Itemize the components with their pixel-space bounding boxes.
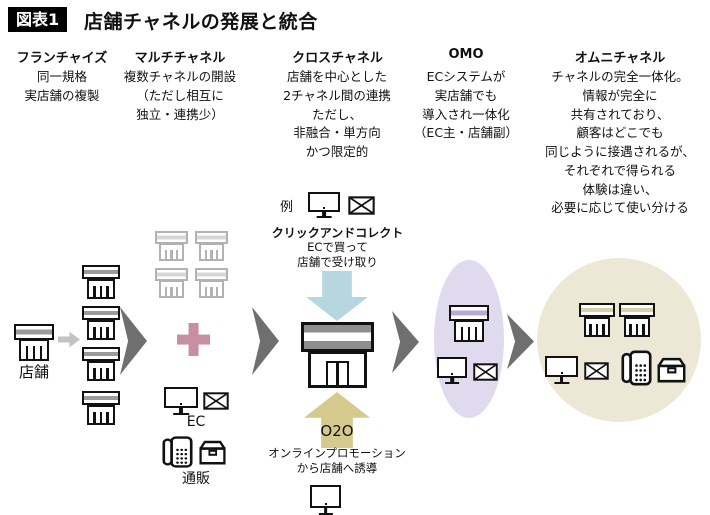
- store-icon-omni: [579, 303, 615, 337]
- omnichannel-circle: [537, 258, 701, 422]
- mail-order-label: 通販: [182, 471, 210, 487]
- o2o-label: O2O: [320, 422, 354, 440]
- monitor-icon: [545, 356, 578, 384]
- store-icon-omni: [619, 303, 655, 337]
- envelope-icon: [348, 196, 375, 215]
- monitor-icon: [310, 485, 341, 515]
- stage-desc-franchise: 同一規格 実店舗の複製: [24, 69, 100, 103]
- small-right-arrow: [58, 331, 80, 348]
- envelope-icon: [473, 363, 498, 381]
- store-icon-gray: [155, 231, 188, 261]
- store-icon-omo: [449, 305, 489, 342]
- store-icon: [82, 391, 120, 425]
- stage-desc-omo: ECシステムが 実店舗でも 導入され一体化 （EC主・店舗副）: [413, 69, 519, 141]
- plus-icon: [177, 323, 210, 356]
- envelope-icon: [584, 362, 609, 380]
- box-icon: [198, 440, 227, 465]
- phone-icon: [621, 350, 652, 386]
- store-icon: [82, 265, 120, 299]
- store-icon-gray: [195, 231, 228, 261]
- stage-arrow: [507, 314, 534, 369]
- monitor-icon: [308, 192, 340, 218]
- stage-arrow: [252, 307, 279, 375]
- stage-header-franchise: フランチャイズ: [16, 51, 108, 66]
- stage-arrow: [120, 307, 147, 375]
- store-label: 店舗: [18, 363, 49, 381]
- stage-desc-omnichannel: チャネルの完全一体化。 情報が完全に 共有されており、 顧客はどこでも 同じよう…: [545, 69, 695, 216]
- click-and-collect-desc: ECで買って 店舗で受け取り: [297, 240, 378, 270]
- store-icon-gray: [195, 268, 228, 298]
- stage-arrow: [392, 311, 419, 373]
- stage-header-crosschannel: クロスチャネル: [292, 51, 383, 66]
- store-icon-gray: [155, 268, 188, 298]
- down-arrow-blue: [306, 271, 368, 321]
- stage-header-omo: OMO: [448, 47, 484, 62]
- ec-label: EC: [186, 414, 206, 430]
- store-icon: [14, 324, 54, 361]
- figure-badge: 図表1: [8, 7, 68, 33]
- monitor-icon: [164, 387, 198, 415]
- o2o-desc: オンラインプロモーション から店舗へ誘導: [268, 446, 406, 476]
- stage-header-multichannel: マルチチャネル: [134, 51, 226, 66]
- box-icon: [656, 357, 687, 383]
- envelope-icon: [203, 392, 229, 410]
- click-and-collect-title: クリックアンドコレクト: [271, 226, 404, 240]
- store-icon: [82, 347, 120, 381]
- phone-icon: [162, 436, 193, 468]
- store-icon-large: [301, 322, 374, 388]
- stage-desc-crosschannel: 店舗を中心とした 2チャネル間の連携 ただし、 非融合・単方向 かつ限定的: [283, 69, 391, 159]
- stage-header-omnichannel: オムニチャネル: [574, 51, 666, 66]
- figure-title: 店舗チャネルの発展と統合: [84, 11, 318, 33]
- monitor-icon: [437, 357, 467, 384]
- example-label: 例: [280, 200, 294, 215]
- store-icon: [82, 306, 120, 340]
- stage-desc-multichannel: 複数チャネルの開設 （ただし相互に 独立・連携少）: [123, 69, 237, 122]
